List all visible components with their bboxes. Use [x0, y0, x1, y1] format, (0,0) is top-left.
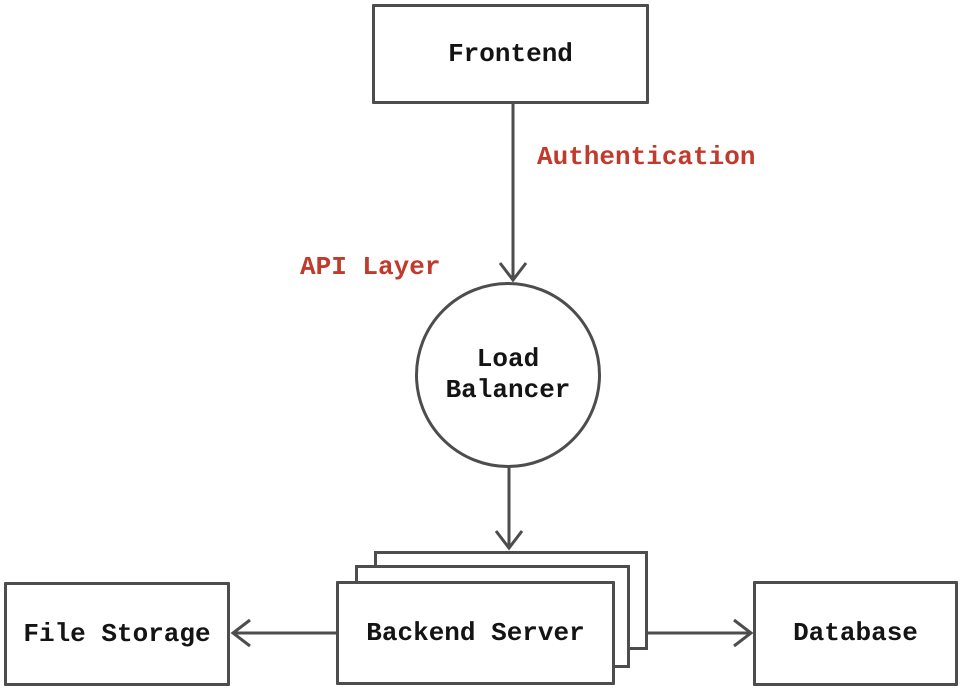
arrow-backend-to-file-storage: [230, 618, 336, 648]
node-database: Database: [753, 581, 958, 686]
node-backend-server: Backend Server: [336, 581, 615, 685]
arrow-backend-to-database: [648, 618, 754, 648]
edge-label-api-layer: API Layer: [300, 252, 441, 282]
node-load-balancer: Load Balancer: [415, 282, 601, 468]
node-database-label: Database: [793, 618, 918, 649]
arrowhead-left-icon: [230, 618, 251, 648]
node-file-storage-label: File Storage: [23, 618, 211, 649]
arrowhead-down-icon: [494, 530, 524, 551]
arrowhead-right-icon: [733, 618, 754, 648]
edge-label-authentication: Authentication: [537, 142, 756, 172]
node-frontend-label: Frontend: [448, 38, 573, 69]
node-file-storage: File Storage: [4, 582, 230, 686]
arrowhead-down-icon: [498, 262, 528, 283]
arrow-load-balancer-to-backend: [494, 467, 524, 551]
node-backend-server-label: Backend Server: [366, 617, 585, 648]
node-load-balancer-label: Load Balancer: [445, 344, 571, 405]
arrow-frontend-to-load-balancer: [498, 104, 528, 283]
node-frontend: Frontend: [372, 4, 649, 104]
